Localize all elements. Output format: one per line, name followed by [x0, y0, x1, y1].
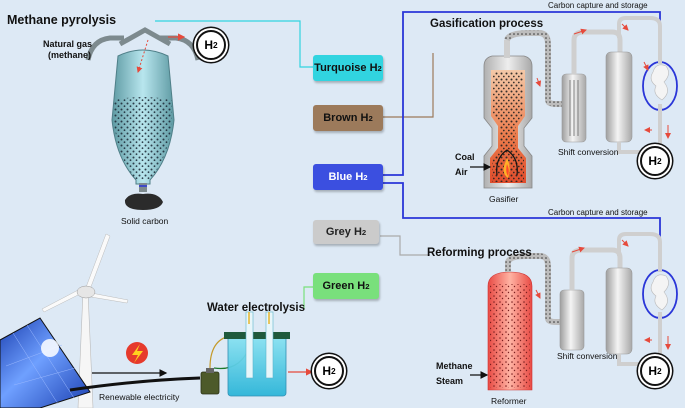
reforming-input-methane: Methane	[436, 361, 473, 371]
solar-panel	[0, 317, 91, 408]
electrolysis-unit	[69, 311, 314, 397]
reformer-unit	[470, 232, 671, 391]
electrolysis-title: Water electrolysis	[207, 302, 306, 314]
reformer-label: Reformer	[491, 396, 527, 406]
gasification-input-air: Air	[455, 167, 468, 177]
pyrolysis-output-label: Solid carbon	[121, 216, 169, 226]
gasifier-label: Gasifier	[489, 194, 519, 204]
gasification-title: Gasification process	[430, 18, 544, 30]
pyrolysis-title: Methane pyrolysis	[7, 13, 117, 27]
reforming-shift-label: Shift conversion	[557, 351, 618, 361]
pyrolysis-reactor	[85, 27, 201, 210]
renewable-electricity-label: Renewable electricity	[99, 392, 180, 402]
gasifier-unit	[470, 16, 671, 189]
pyrolysis-input-line1: Natural gas	[43, 39, 93, 49]
reforming-title: Reforming process	[427, 247, 532, 259]
gasification-ccs-label: Carbon capture and storage	[548, 1, 648, 10]
pyrolysis-input-line2: (methane)	[48, 50, 92, 60]
gasification-shift-label: Shift conversion	[558, 147, 619, 157]
reforming-ccs-label: Carbon capture and storage	[548, 208, 648, 217]
gasification-input-coal: Coal	[455, 152, 475, 162]
reforming-input-steam: Steam	[436, 376, 464, 386]
